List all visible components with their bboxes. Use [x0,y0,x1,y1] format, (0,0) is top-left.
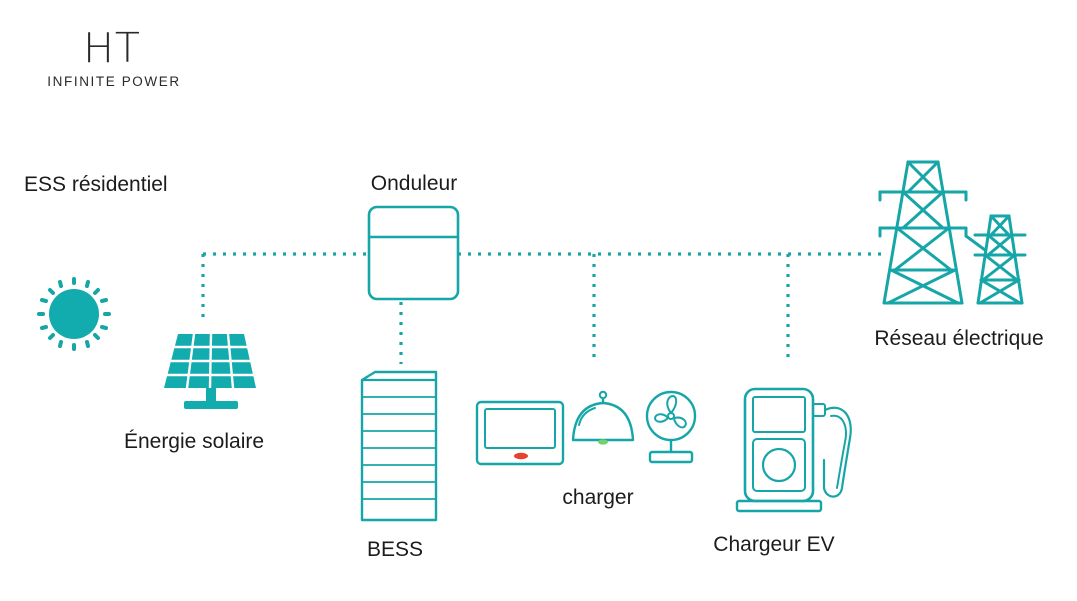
inverter-icon [367,205,460,301]
brand-tagline: INFINITE POWER [47,74,180,89]
battery-label: BESS [367,538,423,561]
ev-charger-label: Chargeur EV [713,533,834,556]
connection-lines [201,252,882,364]
ev-charger-icon [735,387,852,513]
grid-label: Réseau électrique [874,327,1043,350]
diagram-title: ESS résidentiel [24,173,168,196]
brand-logo: HT INFINITE POWER [47,24,180,89]
solar-label: Énergie solaire [124,430,264,453]
brand-logo-text: HT [83,24,141,72]
lamp-icon [571,390,635,445]
fan-icon [645,390,697,464]
sun-icon [37,277,111,351]
solar-panel-icon [164,333,256,409]
loads-label: charger [562,486,633,509]
power-tower-icon [878,160,1027,305]
inverter-label: Onduleur [371,172,457,195]
battery-stack-icon [360,370,438,522]
tv-icon [475,400,565,466]
